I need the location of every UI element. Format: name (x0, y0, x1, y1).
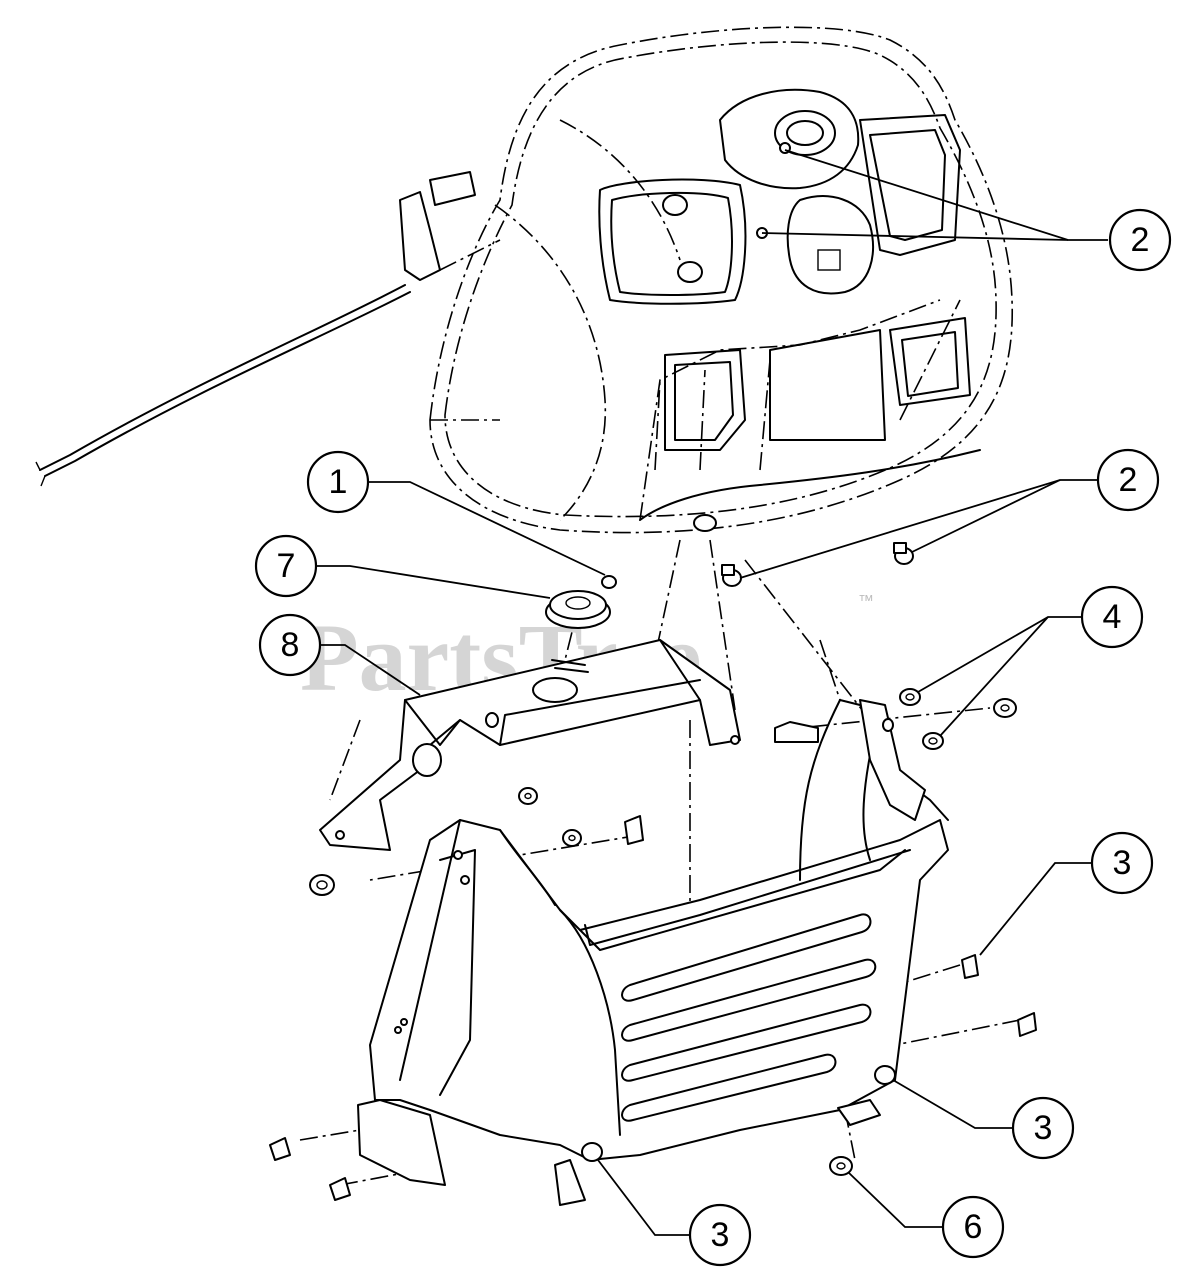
callout-3-bottom: 3 (688, 1203, 752, 1267)
nut-4-a (899, 688, 921, 706)
svg-text:3: 3 (711, 1216, 730, 1254)
svg-text:2: 2 (1119, 461, 1138, 499)
side-hole-4 (394, 1026, 402, 1034)
console-upper (598, 88, 981, 532)
grille-slot-3 (621, 1003, 872, 1082)
console-bolt-lower (677, 261, 703, 283)
side-hole-2 (460, 875, 470, 885)
callout-6: 6 (941, 1195, 1005, 1259)
bolt-2-lower-a (721, 564, 742, 587)
callout-3-right: 3 (1090, 831, 1154, 895)
steering-column-inner (786, 120, 824, 146)
svg-text:8: 8 (281, 626, 300, 664)
bottom-tab-right (837, 1099, 881, 1126)
bolt-bracket-c (624, 815, 644, 845)
nut-3-bottom (581, 1142, 603, 1162)
bracket-slot (485, 712, 499, 728)
right-bracket-hole (882, 718, 894, 732)
callout-4: 4 (1080, 585, 1144, 649)
bottom-flange-left (357, 1099, 446, 1186)
callout-1: 1 (306, 450, 370, 514)
grommet (545, 590, 611, 673)
nut-bracket-a (518, 787, 538, 805)
dash-panel-phantom (429, 26, 1014, 534)
svg-text:1: 1 (329, 463, 348, 501)
svg-text:3: 3 (1034, 1109, 1053, 1147)
bolt-left-lower-a (269, 1137, 291, 1161)
dash-panel-hole (693, 514, 717, 532)
bracket-hole-right (730, 735, 740, 745)
bolt-right-lower (1017, 1012, 1037, 1037)
svg-text:4: 4 (1103, 598, 1122, 636)
callout-3-lower-right: 3 (1011, 1096, 1075, 1160)
callouts: 2 2 1 7 8 4 (254, 149, 1172, 1267)
callout-2-upper: 2 (1108, 208, 1172, 272)
grille-slot-1 (621, 913, 872, 1002)
nut-left (309, 874, 335, 896)
fasteners (269, 542, 1037, 1201)
upper-bracket (319, 639, 741, 851)
washer-right-top (993, 698, 1017, 718)
nut-6 (829, 1156, 853, 1176)
bracket-hole-left (412, 743, 442, 777)
svg-text:6: 6 (964, 1208, 983, 1246)
svg-text:3: 3 (1113, 844, 1132, 882)
front-grille-panel (357, 699, 949, 1206)
side-hole-1 (453, 850, 463, 860)
bracket-hole-top (532, 677, 578, 703)
grille-slot-2 (621, 958, 877, 1042)
ignition-slot (817, 249, 841, 271)
console-bolt-upper (662, 194, 688, 216)
watermark-trademark: ™ (858, 593, 874, 610)
nut-4-b (922, 732, 944, 750)
callout-7: 7 (254, 534, 318, 598)
svg-text:2: 2 (1131, 221, 1150, 259)
bolt-left-lower-b (329, 1177, 351, 1201)
side-hole-3 (400, 1018, 408, 1026)
bolt-3-right (961, 954, 979, 979)
bolt-2-lower-b (893, 542, 914, 565)
bolt-right-bracket (774, 721, 819, 743)
grille-slot-4 (621, 1053, 837, 1122)
throttle-cable-assembly (35, 171, 501, 487)
nut-3-lower-right (874, 1065, 896, 1085)
nut-bracket-b (562, 829, 582, 847)
screw-1 (601, 575, 617, 589)
bottom-tab-center (554, 1159, 586, 1206)
callout-8: 8 (258, 613, 322, 677)
svg-text:7: 7 (277, 547, 296, 585)
callout-2-lower: 2 (1096, 448, 1160, 512)
right-side-bracket (859, 699, 926, 821)
bracket-hole-bottom (335, 830, 345, 840)
